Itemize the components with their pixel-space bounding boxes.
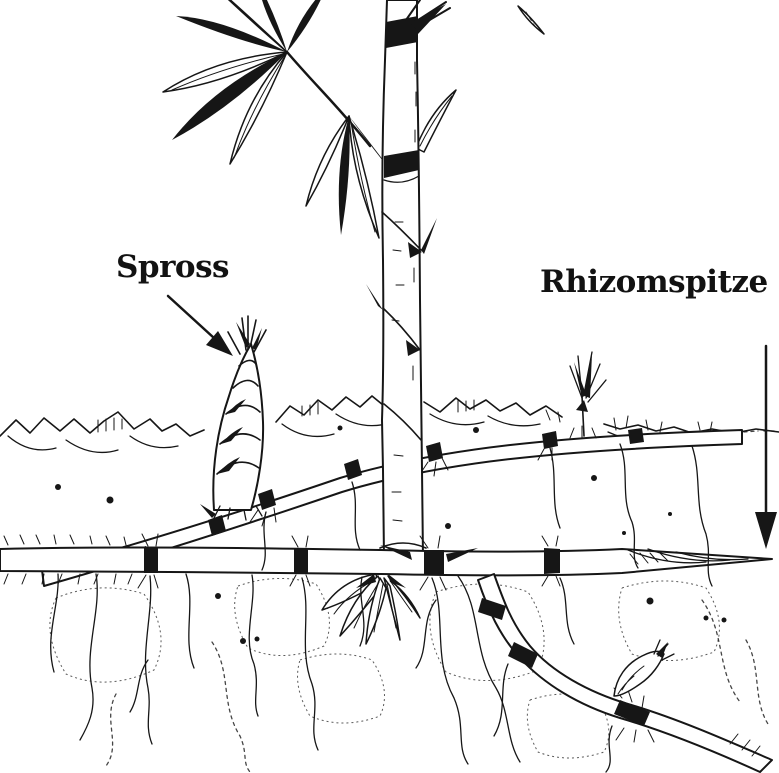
spross-label: Spross xyxy=(116,249,229,285)
bamboo-culm xyxy=(162,0,545,559)
spross-arrow xyxy=(166,294,233,356)
fan-sheath-cluster xyxy=(321,573,421,645)
young-shoot xyxy=(212,315,267,521)
rhizomspitze-label: Rhizomspitze xyxy=(540,264,768,300)
leaf-cluster xyxy=(162,0,545,239)
rhizome-bud xyxy=(613,639,675,697)
branch-rhizome-nodes xyxy=(478,598,650,726)
main-rhizome-nodes xyxy=(144,545,560,575)
rhizomspitze-arrow xyxy=(755,344,777,549)
main-rhizome xyxy=(0,533,773,591)
soil-dots xyxy=(55,425,727,644)
branch-rhizome xyxy=(477,573,773,773)
culm-nodes xyxy=(383,0,451,183)
small-shoot xyxy=(569,351,607,439)
ground-hatching xyxy=(97,399,713,433)
roots xyxy=(50,443,769,773)
shoot-spikes xyxy=(227,315,267,355)
culm-sheaths xyxy=(366,61,437,549)
rhizome-node-fibrils xyxy=(3,533,561,591)
